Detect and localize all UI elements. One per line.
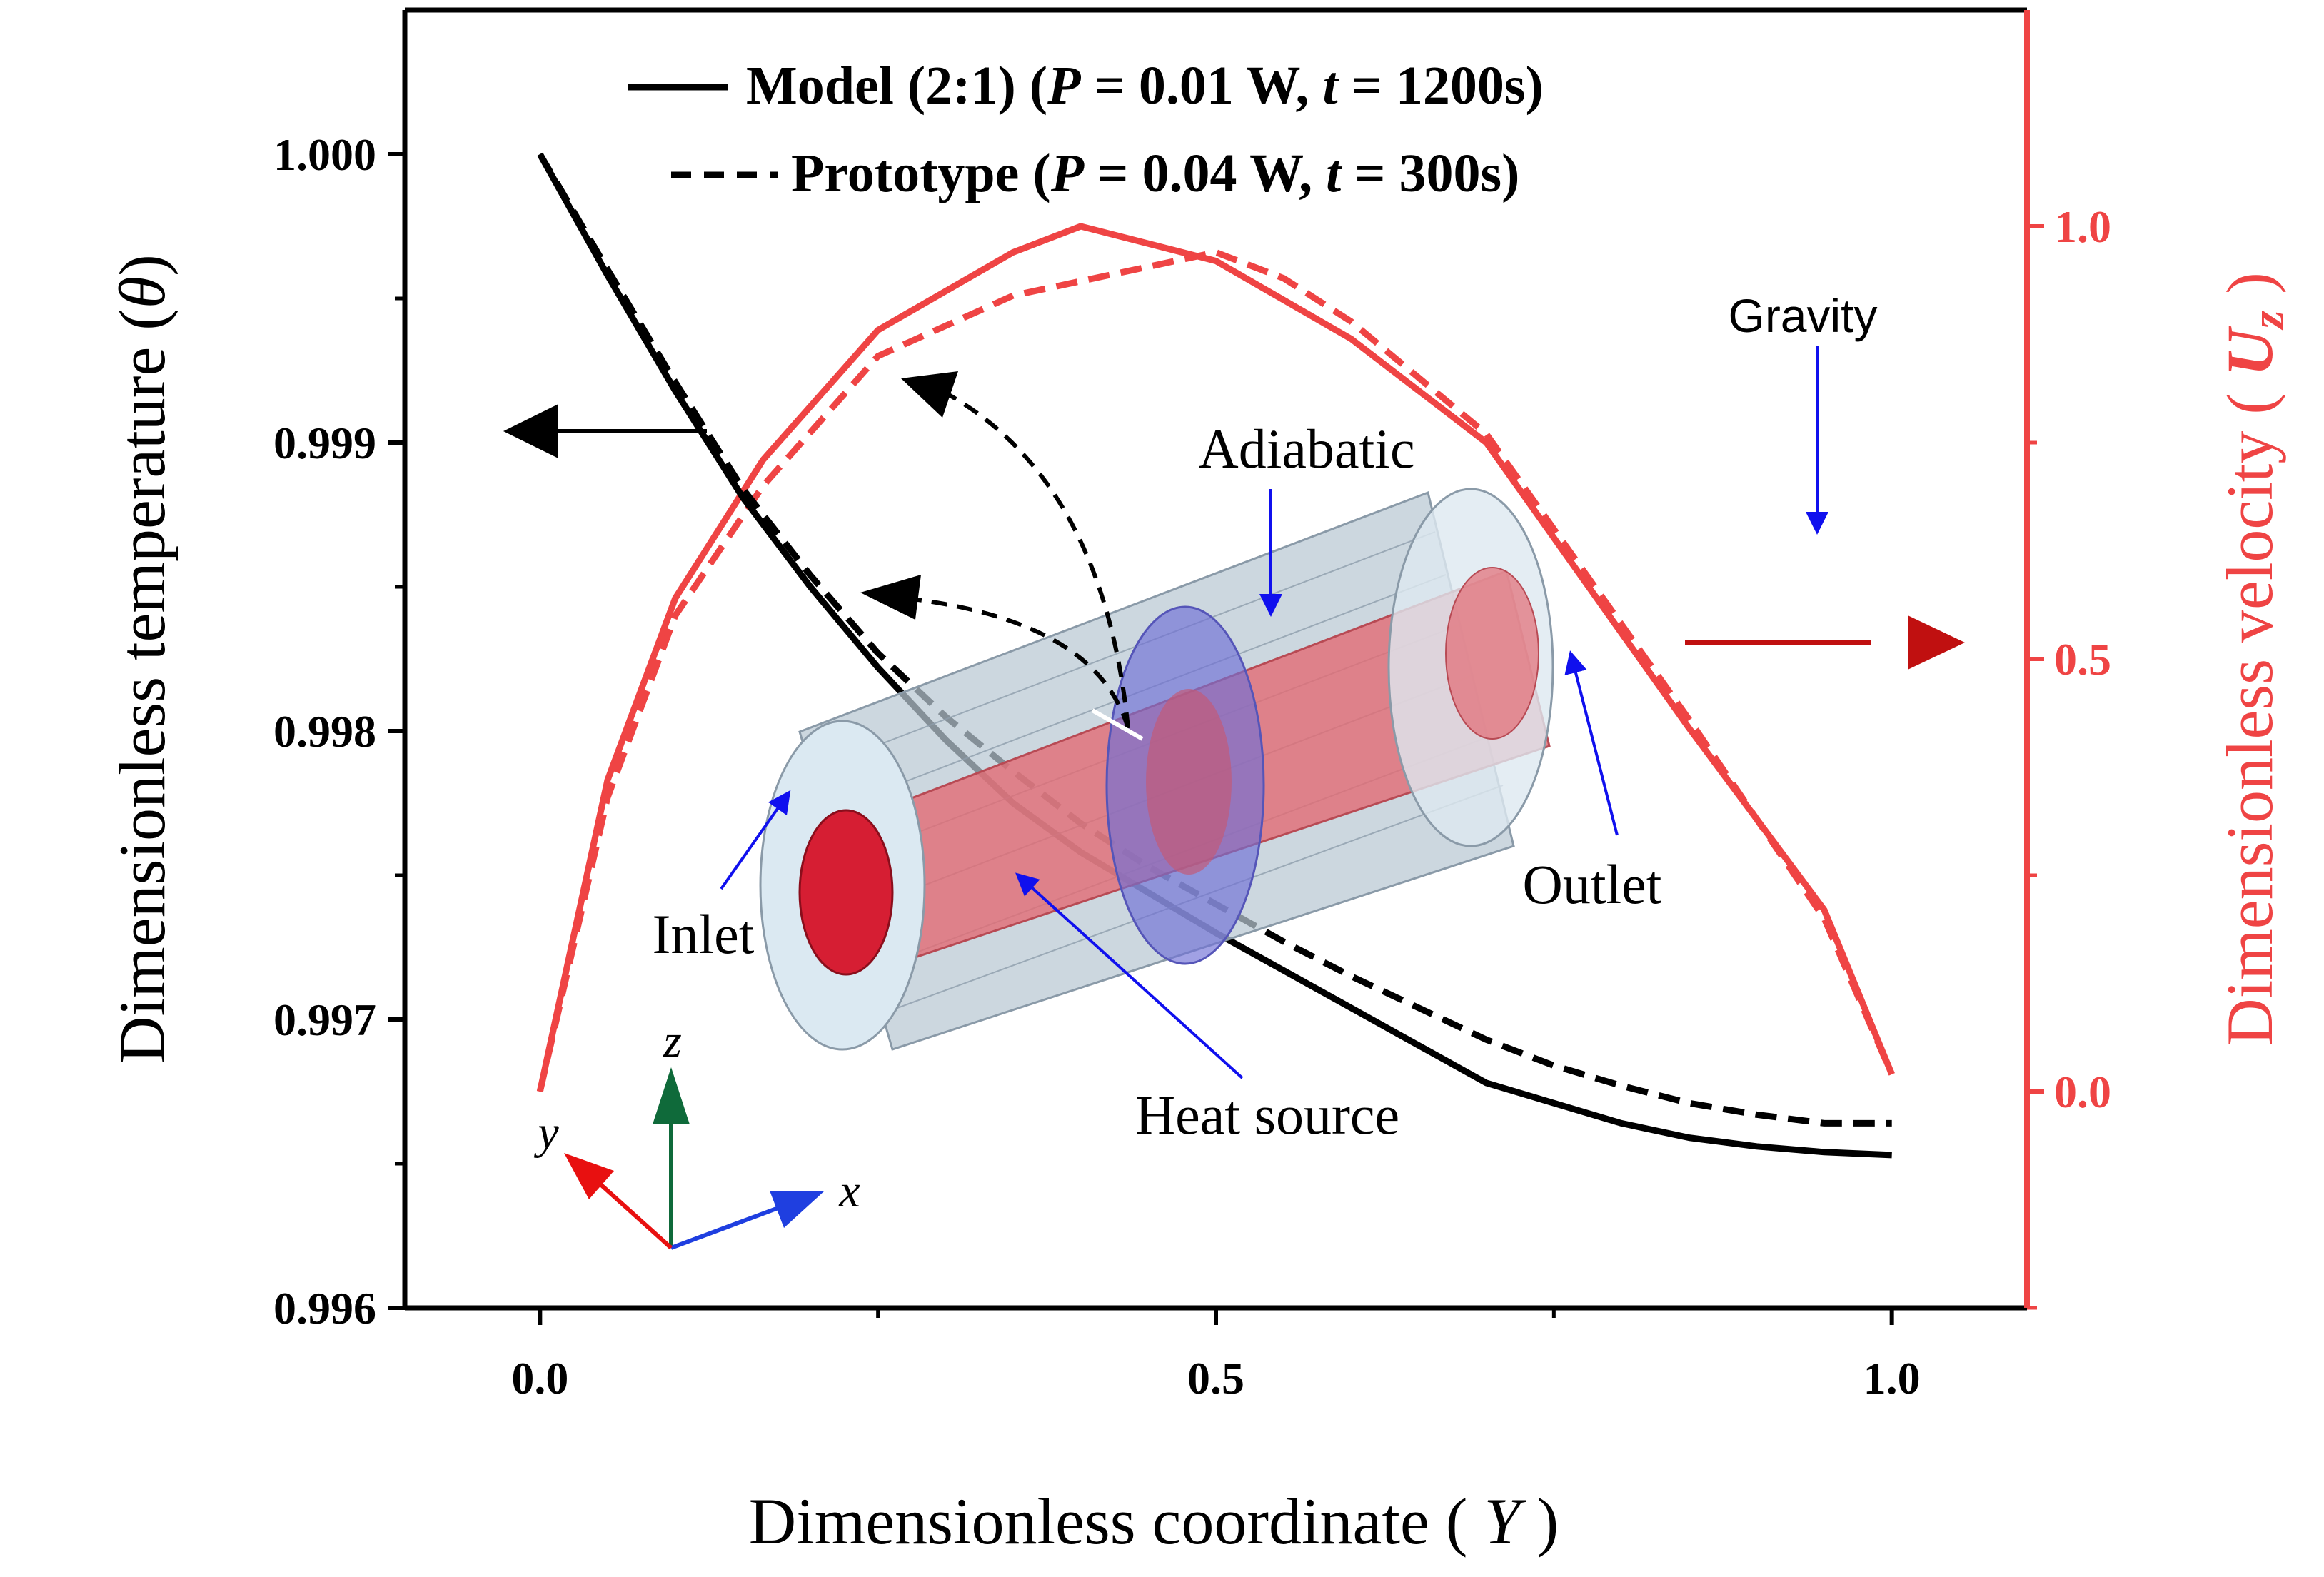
velocity-prototype-line [536, 248, 1895, 1093]
legend-label-prototype: Prototype (P = 0.04 W, t = 300s) [791, 143, 1519, 203]
legend-prototype-p: P [1050, 143, 1085, 203]
gravity-label: Gravity [1728, 289, 1877, 342]
legend-prototype-part1: Prototype ( [791, 143, 1051, 203]
y-right-axis-title: Dimensionless velocity ( Uz ) [2213, 272, 2294, 1046]
velocity-model-line [536, 223, 1895, 1092]
z-axis-label: z [663, 1015, 682, 1067]
x-axis-title-suffix: ) [1521, 1485, 1559, 1558]
x-axis-title: Dimensionless coordinate ( Y ) [749, 1485, 1559, 1558]
outlet-label: Outlet [1523, 853, 1662, 915]
heat-source-label: Heat source [1135, 1084, 1399, 1146]
outlet-inner-face [1445, 567, 1539, 740]
y-axis-arrowhead [564, 1153, 614, 1199]
y-left-tick-label: 1.000 [273, 129, 376, 180]
y-left-tick-label: 0.996 [273, 1283, 376, 1334]
x-axis-title-variable: Y [1484, 1485, 1526, 1558]
legend-prototype-t: t [1326, 143, 1343, 203]
dashed-arrow-upper-head [901, 371, 958, 418]
dashed-arrow-upper [941, 389, 1130, 729]
x-tick-label: 0.5 [1187, 1353, 1244, 1404]
legend-model-part1: Model (2:1) ( [746, 56, 1047, 116]
x-tick-label: 0.0 [511, 1353, 568, 1404]
legend-model-p: P [1047, 56, 1081, 116]
x-axis-title-prefix: Dimensionless coordinate ( [749, 1485, 1484, 1558]
x-tick-label: 1.0 [1863, 1353, 1921, 1404]
y-left-axis-title-variable: θ [106, 276, 178, 308]
inlet-pointer [720, 790, 791, 890]
x-axis-arrowhead [770, 1191, 825, 1228]
probe-line [1091, 708, 1144, 741]
x-axis-label: x [838, 1165, 860, 1217]
legend-label-model: Model (2:1) (P = 0.01 W, t = 1200s) [746, 56, 1544, 116]
z-axis-arrowhead [653, 1067, 690, 1124]
y-left-axis-title-prefix: Dimensionless temperature ( [106, 308, 178, 1064]
legend-prototype-part3: = 300s) [1341, 143, 1519, 203]
x-axis-arrow [670, 1206, 780, 1250]
left-axis-indicator-arrow [503, 404, 707, 458]
axis-ticks [388, 152, 2044, 1325]
legend-model-t: t [1323, 56, 1340, 116]
y-left-axis-title: Dimensionless temperature (θ) [106, 254, 178, 1064]
outlet-pointer [1564, 650, 1619, 836]
left-arrow-head [503, 404, 558, 458]
y-left-axis-title-suffix: ) [106, 254, 178, 276]
legend: Model (2:1) (P = 0.01 W, t = 1200s) Prot… [628, 56, 1544, 203]
y-right-tick-label: 1.0 [2054, 201, 2111, 252]
surface-line [810, 531, 1436, 772]
right-axis-indicator-arrow [1685, 615, 1965, 670]
y-right-tick-label: 0.5 [2054, 634, 2111, 685]
legend-prototype-part2: = 0.04 W, [1084, 143, 1326, 203]
dashed-arrow-lower-head [860, 575, 921, 620]
y-left-tick-label: 0.997 [273, 994, 376, 1045]
y-right-tick-label: 0.0 [2054, 1067, 2111, 1117]
y-axis-label: y [533, 1107, 559, 1159]
y-right-axis-title-variable: U [2213, 326, 2286, 376]
adiabatic-label: Adiabatic [1198, 418, 1414, 480]
y-right-axis-title-subscript: z [2242, 311, 2294, 331]
inlet-label: Inlet [653, 903, 755, 965]
cross-section-inner [1146, 689, 1232, 875]
heat-source-pointer [1015, 872, 1244, 1079]
y-axis-arrow [598, 1182, 673, 1250]
legend-model-part2: = 0.01 W, [1081, 56, 1323, 116]
inlet-inner-face [798, 809, 894, 976]
y-right-axis-title-suffix: ) [2213, 272, 2286, 311]
right-arrow-head [1908, 615, 1965, 670]
y-left-tick-label: 0.998 [273, 706, 376, 757]
y-left-tick-label: 0.999 [273, 418, 376, 468]
y-right-axis-title-prefix: Dimensionless velocity ( [2213, 376, 2286, 1046]
coordinate-triad: z x y [533, 1015, 860, 1250]
dashed-arrow-lower [906, 596, 1130, 729]
geometry-inset: Adiabatic Inlet Outlet Heat source Gravi… [533, 289, 1878, 1250]
tick-labels: 0.0 0.5 1.0 0.996 0.997 0.998 0.999 1.000 0.0 0.5… [273, 129, 2111, 1404]
legend-model-part3: = 1200s) [1338, 56, 1544, 116]
